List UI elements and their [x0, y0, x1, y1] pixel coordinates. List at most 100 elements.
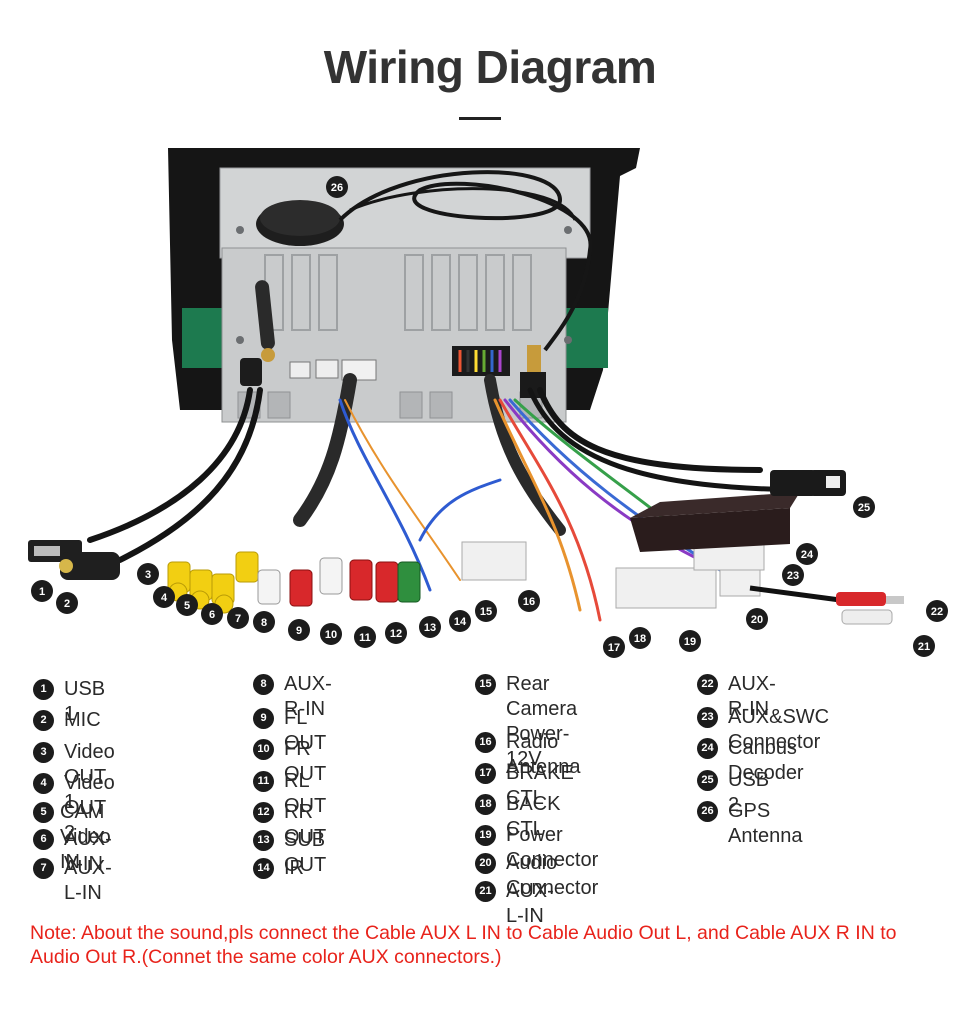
aux-rca-right [749, 585, 904, 625]
legend-number: 11 [253, 771, 274, 792]
legend-number: 22 [697, 674, 718, 695]
callout-11: 11 [354, 626, 376, 648]
legend-item: 2 MIC [33, 708, 101, 733]
legend-label: Rear Camera Power-12V [506, 673, 578, 770]
callout-9: 9 [288, 619, 310, 641]
callout-23: 23 [782, 564, 804, 586]
sound-note: Note: About the sound,pls connect the Ca… [30, 922, 897, 968]
callout-22: 22 [926, 600, 948, 622]
svg-text:20: 20 [751, 614, 763, 626]
svg-text:25: 25 [858, 502, 870, 514]
legend-number: 26 [697, 801, 718, 822]
svg-text:15: 15 [480, 606, 492, 618]
svg-text:10: 10 [325, 629, 337, 641]
callout-14: 14 [449, 610, 471, 632]
callout-26: 26 [326, 176, 348, 198]
legend-label: USB 1 [64, 678, 106, 725]
legend-number: 20 [475, 853, 496, 874]
callout-1: 1 [31, 580, 53, 602]
svg-text:24: 24 [801, 549, 814, 561]
legend-number: 4 [33, 773, 54, 794]
legend-number: 25 [697, 770, 718, 791]
legend-item: 11 RL OUT [253, 769, 326, 819]
legend-number: 5 [33, 802, 54, 823]
usb-mic-plugs [28, 540, 120, 580]
callout-18: 18 [629, 627, 651, 649]
legend-label: FL OUT [284, 707, 327, 754]
legend-item: 3 Video OUT 1 [33, 740, 115, 815]
legend-label: FR OUT [284, 738, 327, 785]
callout-12: 12 [385, 622, 407, 644]
legend-label: Video OUT 1 [64, 741, 115, 813]
legend-label: AUX-R-IN [728, 673, 776, 720]
callout-5: 5 [176, 594, 198, 616]
svg-text:6: 6 [209, 609, 215, 621]
callout-13: 13 [419, 616, 441, 638]
legend-number: 2 [33, 710, 54, 731]
svg-text:2: 2 [64, 598, 70, 610]
gps-antenna [256, 170, 593, 352]
legend-item: 26 GPS Antenna [697, 799, 803, 849]
callout-2: 2 [56, 592, 78, 614]
head-unit-wiring-photo: 1 2 3 4 5 6 7 8 9 10 11 12 13 14 15 16 1… [28, 148, 948, 658]
legend-label: BRAKE CTL [506, 762, 574, 809]
legend-number: 1 [33, 679, 54, 700]
callout-16: 16 [518, 590, 540, 612]
callout-20: 20 [746, 608, 768, 630]
legend-number: 23 [697, 707, 718, 728]
callout-10: 10 [320, 623, 342, 645]
legend-number: 7 [33, 858, 54, 879]
canbus-decoder [630, 492, 800, 552]
callout-3: 3 [137, 563, 159, 585]
svg-text:3: 3 [145, 569, 151, 581]
legend-label: MIC [64, 709, 101, 731]
legend-number: 13 [253, 830, 274, 851]
power-audio-connectors [461, 539, 765, 609]
svg-text:18: 18 [634, 633, 646, 645]
legend-item: 22 AUX-R-IN [697, 672, 776, 722]
legend-number: 12 [253, 802, 274, 823]
legend-label: GPS Antenna [728, 800, 803, 847]
svg-text:12: 12 [390, 628, 402, 640]
svg-text:9: 9 [296, 625, 302, 637]
legend-label: AUX-R-IN [284, 673, 332, 720]
callout-8: 8 [253, 611, 275, 633]
legend-number: 14 [253, 858, 274, 879]
callout-7: 7 [227, 607, 249, 629]
page-title: Wiring Diagram [323, 41, 657, 93]
svg-text:16: 16 [523, 596, 535, 608]
svg-text:26: 26 [331, 182, 343, 194]
legend-number: 18 [475, 794, 496, 815]
svg-text:19: 19 [684, 636, 696, 648]
legend-label: Canbus Decoder [728, 737, 804, 784]
legend-number: 3 [33, 742, 54, 763]
svg-text:22: 22 [931, 606, 943, 618]
legend-label: Power Connector [506, 824, 599, 871]
legend-label: RR OUT [284, 801, 327, 848]
svg-text:13: 13 [424, 622, 436, 634]
svg-text:7: 7 [235, 613, 241, 625]
legend-number: 21 [475, 881, 496, 902]
svg-text:23: 23 [787, 570, 799, 582]
wifi-antenna [240, 280, 275, 386]
legend-label: RL OUT [284, 770, 327, 817]
usb2-plugs [770, 470, 846, 496]
legend-label: AUX-L-IN [506, 880, 554, 927]
legend-item: 1 USB 1 [33, 677, 105, 727]
